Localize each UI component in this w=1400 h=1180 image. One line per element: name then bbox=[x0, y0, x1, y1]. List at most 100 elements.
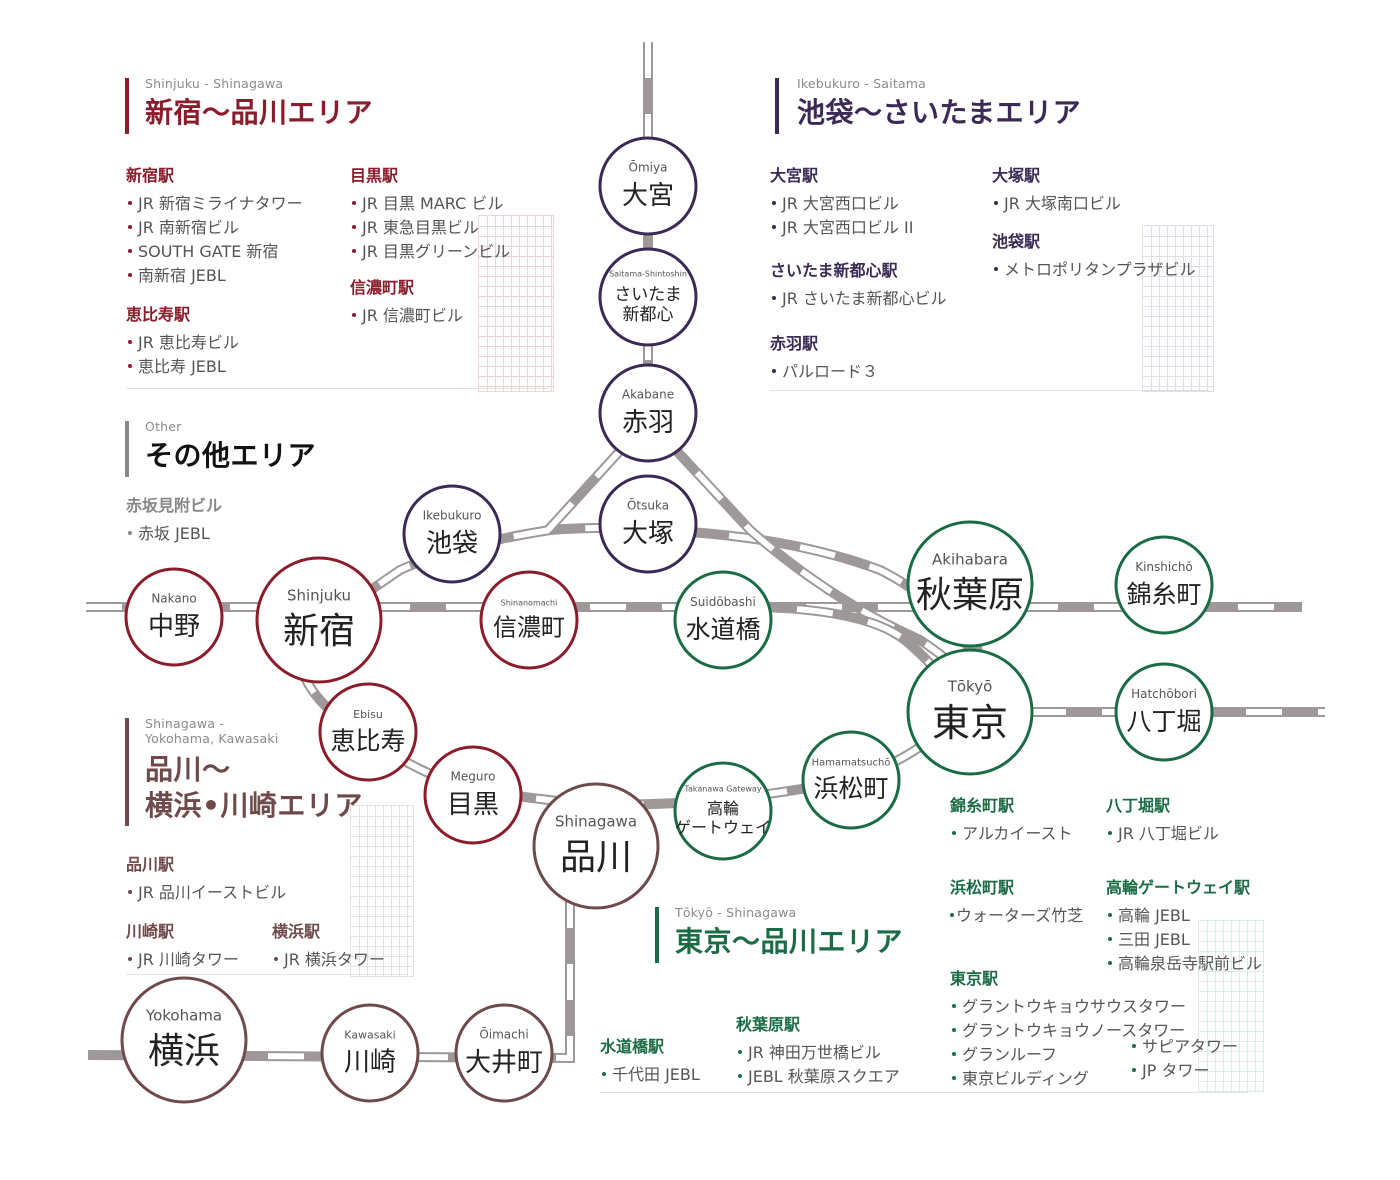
building-line bbox=[1207, 921, 1208, 1091]
station-ja-name: 川崎 bbox=[344, 1048, 396, 1078]
area-en-label: Other bbox=[145, 419, 182, 434]
building-list-item: JR 品川イーストビル bbox=[126, 881, 286, 905]
station-ja-name: 水道橋 bbox=[685, 615, 760, 644]
building-list-item: JR 神田万世橋ビル bbox=[736, 1041, 900, 1065]
building-line bbox=[351, 926, 413, 927]
bullet-icon bbox=[952, 1051, 956, 1056]
station-circle bbox=[906, 648, 1034, 776]
bullet-icon bbox=[738, 1073, 742, 1078]
building-line bbox=[487, 216, 488, 391]
area-title: その他エリア bbox=[145, 439, 317, 472]
building-line bbox=[1143, 346, 1213, 347]
station-group-title: 信濃町駅 bbox=[350, 278, 415, 297]
building-line bbox=[479, 296, 553, 297]
station-akihabara[interactable]: Akihabara 秋葉原 bbox=[906, 520, 1034, 648]
area-bar bbox=[125, 718, 129, 826]
station-ja-name: 秋葉原 bbox=[916, 575, 1024, 616]
building-name: グランルーフ bbox=[962, 1045, 1058, 1064]
building-name: JR 東急目黒ビル bbox=[362, 218, 479, 237]
bullet-icon bbox=[1108, 960, 1112, 965]
bullet-icon bbox=[352, 200, 356, 205]
building-list-item: JR 大宮西口ビル bbox=[770, 192, 913, 216]
building-name: 恵比寿 JEBL bbox=[138, 357, 226, 376]
station-ja-name: 恵比寿 bbox=[330, 726, 405, 755]
bullet-icon bbox=[352, 312, 356, 317]
bullet-icon bbox=[128, 224, 132, 229]
building-name: 三田 JEBL bbox=[1118, 930, 1190, 949]
building-name: JP タワー bbox=[1142, 1061, 1210, 1080]
building-line bbox=[1143, 286, 1213, 287]
area-bar bbox=[655, 907, 659, 963]
building-line bbox=[1199, 1031, 1263, 1032]
station-en-name: Tōkyō bbox=[947, 677, 993, 695]
building-line bbox=[1143, 296, 1213, 297]
bullet-icon bbox=[772, 368, 776, 373]
area-en-label-2: Yokohama, Kawasaki bbox=[145, 731, 279, 746]
station-circle bbox=[598, 247, 698, 347]
building-line bbox=[1143, 376, 1213, 377]
station-circle bbox=[120, 976, 248, 1104]
station-group-title: さいたま新都心駅 bbox=[770, 261, 898, 280]
station-group-title: 秋葉原駅 bbox=[736, 1015, 801, 1034]
building-line bbox=[359, 806, 360, 976]
building-line bbox=[1143, 366, 1213, 367]
group-saitama-station: さいたま新都心駅 JR さいたま新都心ビル bbox=[770, 257, 946, 311]
station-ja-name: 信濃町 bbox=[493, 613, 565, 641]
station-circle bbox=[1114, 535, 1214, 635]
building-line bbox=[503, 216, 504, 391]
building-name: JR 目黒グリーンビル bbox=[362, 242, 511, 261]
bullet-icon bbox=[950, 912, 954, 917]
station-circle bbox=[801, 730, 901, 830]
station-group-title: 赤坂見附ビル bbox=[126, 496, 223, 515]
building-line bbox=[351, 946, 413, 947]
station-en-name: Ōtsuka bbox=[627, 499, 669, 513]
building-line bbox=[351, 826, 413, 827]
area-title-1: 品川〜 bbox=[145, 753, 231, 786]
station-en-name: Akihabara bbox=[932, 551, 1008, 569]
building-list-item: 千代田 JEBL bbox=[600, 1063, 700, 1087]
building-line bbox=[1199, 961, 1263, 962]
building-list-item: JR さいたま新都心ビル bbox=[770, 287, 946, 311]
station-en-name: Shinjuku bbox=[287, 587, 351, 605]
building-list-item: JR 川崎タワー bbox=[126, 948, 239, 972]
building-line bbox=[399, 806, 400, 976]
building-list-item: JR 目黒グリーンビル bbox=[350, 240, 510, 264]
building-list-item: JR 東急目黒ビル bbox=[350, 216, 510, 240]
building-name: JR 信濃町ビル bbox=[362, 306, 463, 325]
group-akabane-station: 赤羽駅パルロード３ bbox=[770, 330, 878, 384]
building-line bbox=[479, 226, 553, 227]
building-name: JR 目黒 MARC ビル bbox=[362, 194, 504, 213]
station-ja-name: 錦糸町 bbox=[1126, 580, 1201, 609]
building-line bbox=[1143, 256, 1213, 257]
station-en-name: Shinagawa bbox=[555, 813, 637, 831]
building-name: JR 八丁堀ビル bbox=[1118, 824, 1219, 843]
building-illustration-shinagawa bbox=[350, 805, 414, 977]
building-line bbox=[1143, 276, 1213, 277]
building-line bbox=[351, 836, 413, 837]
building-line bbox=[1199, 1011, 1263, 1012]
building-line bbox=[1199, 981, 1263, 982]
bullet-icon bbox=[772, 295, 776, 300]
